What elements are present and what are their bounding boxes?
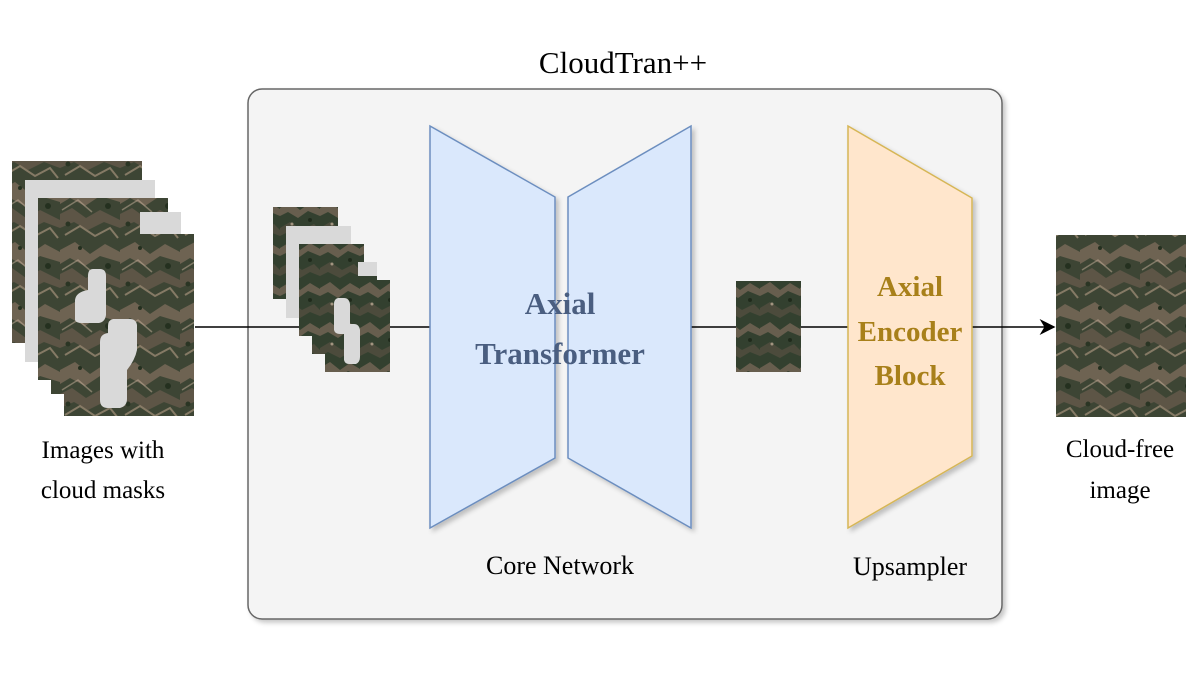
output-label-line2: image: [1089, 477, 1150, 504]
core-name-line2: Transformer: [475, 336, 645, 371]
core-caption: Core Network: [486, 551, 634, 580]
decoder-trapezoid: [567, 124, 692, 530]
upsampler-name-line3: Block: [875, 360, 947, 392]
cloud-mask: [75, 269, 106, 323]
axial-encoder-block: [847, 124, 973, 530]
input-image-stack: [12, 161, 194, 416]
inner-image-stack: [273, 207, 390, 372]
upsampler-caption: Upsampler: [853, 552, 967, 581]
axial-transformer-block: [429, 124, 692, 530]
output-image: [1056, 235, 1186, 417]
core-name-line1: Axial: [525, 286, 596, 321]
latent-image: [736, 281, 801, 372]
upsampler-name-line2: Encoder: [858, 316, 963, 348]
input-label-line2: cloud masks: [41, 477, 165, 504]
diagram-title: CloudTran++: [539, 45, 707, 80]
cloud-mask: [100, 319, 137, 408]
output-label-line1: Cloud-free: [1066, 436, 1174, 463]
upsampler-name-line1: Axial: [877, 271, 943, 303]
input-label-line1: Images with: [42, 437, 165, 464]
encoder-trapezoid: [429, 124, 556, 530]
